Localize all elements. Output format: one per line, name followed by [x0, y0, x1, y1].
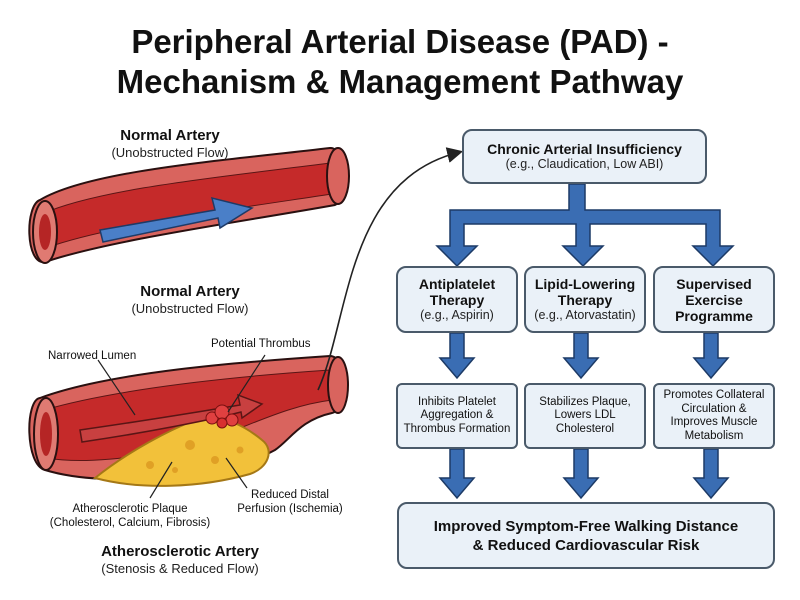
lipid-lowering-therapy-box: Lipid-Lowering Therapy (e.g., Atorvastat…	[524, 266, 646, 333]
antiplatelet-line-1: Antiplatelet	[418, 276, 496, 292]
exercise-line-2: Exercise	[685, 291, 743, 308]
chronic-insufficiency-box: Chronic Arterial Insufficiency (e.g., Cl…	[462, 129, 707, 184]
flowchart-arrows	[435, 183, 735, 500]
supervised-exercise-box: Supervised Exercise Programme	[653, 266, 775, 333]
atherosclerotic-artery-subtitle: (Stenosis & Reduced Flow)	[101, 561, 259, 576]
normal-artery-illustration	[28, 147, 350, 264]
outcome-line-2: & Reduced Cardiovascular Risk	[472, 536, 700, 554]
thrombus	[205, 404, 239, 429]
exercise-line-3: Programme	[675, 307, 753, 324]
narrowed-lumen-label: Narrowed Lumen	[48, 350, 137, 362]
plaque-label-line-2: (Cholesterol, Calcium, Fibrosis)	[49, 517, 211, 529]
plaque-label-line-1: Atherosclerotic Plaque	[72, 503, 188, 515]
lipid-effect-line-2: Lowers LDL	[554, 409, 616, 422]
normal-flow-arrow	[99, 196, 254, 243]
perfusion-label: Reduced Distal Perfusion (Ischemia)	[230, 488, 350, 516]
atherosclerotic-artery-label: Atherosclerotic Artery (Stenosis & Reduc…	[70, 543, 290, 577]
lipid-lowering-sub: (e.g., Atorvastatin)	[534, 308, 636, 322]
annotation-leaders	[97, 354, 266, 499]
normal-artery-title-bottom: Normal Artery	[140, 283, 240, 300]
atherosclerotic-plaque	[92, 416, 270, 487]
normal-artery-subtitle-bottom: (Unobstructed Flow)	[131, 301, 249, 316]
chronic-insufficiency-title: Chronic Arterial Insufficiency	[487, 141, 682, 157]
antiplatelet-therapy-box: Antiplatelet Therapy (e.g., Aspirin)	[396, 266, 518, 333]
plaque-label: Atherosclerotic Plaque (Cholesterol, Cal…	[30, 502, 230, 530]
narrowed-flow-arrow	[79, 393, 264, 443]
lipid-lowering-line-1: Lipid-Lowering	[534, 276, 636, 292]
normal-artery-label-bottom: Normal Artery (Unobstructed Flow)	[80, 283, 300, 317]
normal-artery-title-top: Normal Artery	[120, 127, 220, 144]
antiplatelet-effect-line-2: Aggregation &	[420, 409, 494, 422]
chronic-insufficiency-sub: (e.g., Claudication, Low ABI)	[505, 157, 664, 171]
perfusion-label-line-2: Perfusion (Ischemia)	[237, 503, 343, 515]
connector-arrow	[317, 147, 464, 391]
exercise-effect-line-3: Improves Muscle	[670, 416, 758, 428]
exercise-effect-line-1: Promotes Collateral	[663, 389, 765, 401]
antiplatelet-line-2: Therapy	[429, 292, 485, 308]
normal-artery-label-top: Normal Artery (Unobstructed Flow)	[60, 127, 280, 161]
lipid-lowering-line-2: Therapy	[557, 292, 613, 308]
exercise-line-1: Supervised	[676, 275, 752, 292]
perfusion-label-line-1: Reduced Distal	[251, 489, 329, 501]
outcome-line-1: Improved Symptom-Free Walking Distance	[433, 517, 739, 535]
lipid-effect-line-1: Stabilizes Plaque,	[539, 395, 631, 408]
antiplatelet-sub: (e.g., Aspirin)	[420, 308, 494, 322]
title-line-2: Mechanism & Management Pathway	[116, 63, 684, 100]
antiplatelet-effect-line-1: Inhibits Platelet	[418, 395, 496, 408]
lipid-effect-line-3: Cholesterol	[555, 422, 615, 435]
title-line-1: Peripheral Arterial Disease (PAD) -	[131, 23, 669, 60]
normal-artery-subtitle-top: (Unobstructed Flow)	[111, 145, 229, 160]
exercise-effect-line-2: Circulation &	[681, 402, 747, 415]
antiplatelet-effect-box: Inhibits Platelet Aggregation & Thrombus…	[396, 383, 518, 449]
potential-thrombus-label: Potential Thrombus	[211, 338, 311, 350]
antiplatelet-effect-line-3: Thrombus Formation	[403, 422, 511, 435]
lipid-effect-box: Stabilizes Plaque, Lowers LDL Cholestero…	[524, 383, 646, 449]
exercise-effect-box: Promotes Collateral Circulation & Improv…	[653, 383, 775, 449]
outcome-box: Improved Symptom-Free Walking Distance &…	[397, 502, 775, 569]
page-title: Peripheral Arterial Disease (PAD) - Mech…	[0, 22, 800, 102]
atherosclerotic-artery-title: Atherosclerotic Artery	[101, 543, 259, 560]
exercise-effect-line-4: Metabolism	[684, 429, 744, 442]
